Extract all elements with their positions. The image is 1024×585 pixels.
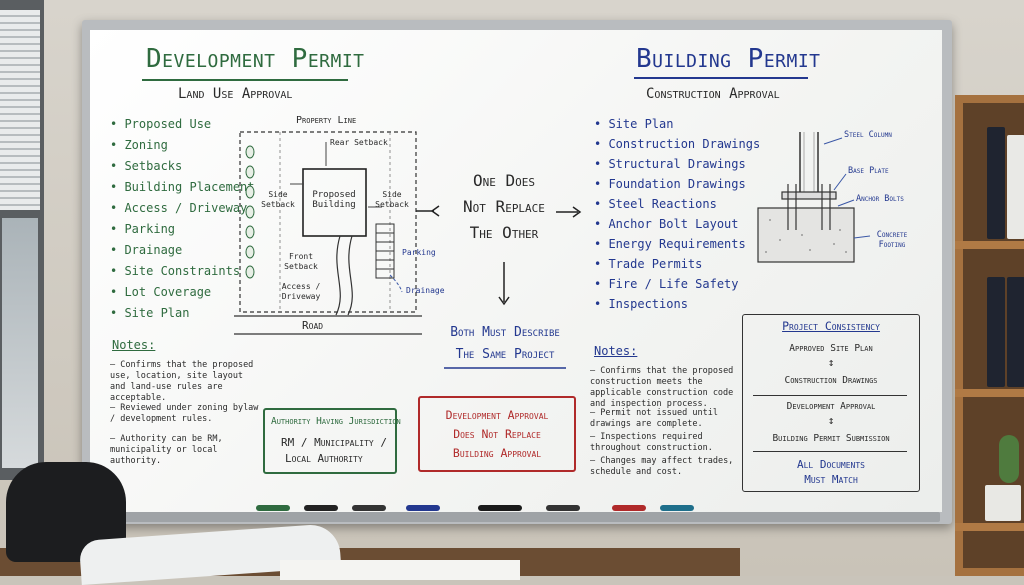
list-item: Energy Requirements [594,234,760,254]
left-note-3: – Authority can be RM, municipality or l… [110,434,223,466]
binder [987,127,1005,239]
list-item: Lot Coverage [110,282,255,303]
one-does-not-replace-text: One Does Not Replace The Other [444,168,564,246]
road-label: Road [302,319,324,332]
black-marker[interactable] [304,505,338,511]
right-note-1: – Confirms that the proposed constructio… [590,366,734,409]
black-marker[interactable] [546,505,580,511]
consistency-construction-drawings: Construction Drawings [784,375,878,386]
divider [753,451,907,452]
plant [999,435,1019,483]
list-item: Construction Drawings [594,134,760,154]
center-line-1: One Does [472,171,535,190]
divider [753,395,907,396]
red-line-2: Does Not Replace [453,427,541,441]
consistency-development-approval: Development Approval [786,401,876,412]
development-checklist: Proposed Use Zoning Setbacks Building Pl… [110,114,255,324]
building-permit-title: Building Permit [636,44,821,74]
list-item: Proposed Use [110,114,255,135]
center-line-2: Not Replace [463,197,545,216]
list-item: Site Plan [110,303,255,324]
authority-line-2: Local Authority [285,452,363,465]
concrete-footing-label: Concrete Footing [876,230,908,250]
development-title-underline [142,79,348,81]
red-line-1: Development Approval [445,408,549,422]
marker-tray [120,512,940,522]
double-arrow-icon: ↕ [827,356,835,369]
building-checklist: Site Plan Construction Drawings Structur… [594,114,760,314]
property-line-label: Property Line [296,115,357,126]
right-note-3: – Inspections required throughout constr… [590,432,713,453]
list-item: Setbacks [110,156,255,177]
right-note-2: – Permit not issued until drawings are c… [590,408,718,429]
list-item: Anchor Bolt Layout [594,214,760,234]
both-must-describe-text: Both Must Describe The Same Project [438,322,572,366]
parking-label: Parking [402,248,436,257]
eraser[interactable] [478,505,522,511]
left-note-2: – Reviewed under zoning bylaw / developm… [110,403,259,424]
left-note-1: – Confirms that the proposed use, locati… [110,360,254,403]
list-item: Building Placement [110,177,254,198]
right-note-4: – Changes may affect trades, schedule an… [590,456,734,477]
list-item: Zoning [110,135,255,156]
list-item: Foundation Drawings [594,174,760,194]
center-line-3: The Other [469,223,539,242]
list-item: Structural Drawings [594,154,760,174]
double-arrow-icon: ↕ [827,414,835,427]
development-permit-title: Development Permit [146,44,365,74]
red-warning-box: Development Approval Does Not Replace Bu… [418,396,576,472]
binder [1007,135,1024,239]
list-item: Inspections [594,294,760,314]
authority-line-1: RM / Municipality / [281,436,387,449]
consistency-title: Project Consistency [782,319,880,333]
list-item: Parking [110,219,255,240]
list-item: Trade Permits [594,254,760,274]
both-line-1: Both Must Describe [450,325,560,340]
steel-column-label: Steel Column [844,130,892,140]
access-driveway-label: Access / Driveway [281,282,321,301]
blue-marker[interactable] [406,505,440,511]
side-setback-right-label: Side Setback [375,190,409,209]
project-consistency-box: Project Consistency Approved Site Plan ↕… [742,314,920,492]
list-item: Steel Reactions [594,194,760,214]
green-marker[interactable] [256,505,290,511]
binder [1007,277,1024,387]
land-use-subtitle: Land Use Approval [178,86,293,102]
red-line-3: Building Approval [452,446,542,460]
consistency-building-permit-submission: Building Permit Submission [772,433,890,444]
bookshelf [955,95,1024,576]
paper-sheet [280,560,520,580]
list-item: Fire / Life Safety [594,274,760,294]
proposed-building-label: Proposed Building [312,190,356,210]
window-glass [2,218,38,468]
anchor-bolt-detail-sketch [757,132,871,263]
list-item: Site Plan [594,114,760,134]
paper-stack [985,485,1021,521]
list-item: Site Constraints [110,261,255,282]
all-documents-must-match: All Documents Must Match [796,458,866,486]
construction-approval-subtitle: Construction Approval [646,86,780,102]
window [0,0,44,480]
authority-box: Authority Having Jurisdiction RM / Munic… [263,408,401,474]
site-plan-sketch [234,77,808,369]
black-marker[interactable] [352,505,386,511]
whiteboard: Development Permit Land Use Approval Pro… [90,30,942,512]
list-item: Access / Driveway [110,198,255,219]
both-line-2: The Same Project [455,347,555,362]
drainage-label: Drainage [406,286,445,295]
base-plate-label: Base Plate [848,166,889,176]
front-setback-label: Front Setback [284,252,318,271]
teal-marker[interactable] [660,505,694,511]
authority-title: Authority Having Jurisdiction [271,416,401,427]
left-notes-title: Notes: [112,338,156,352]
red-marker[interactable] [612,505,646,511]
side-setback-left-label: Side Setback [261,190,295,209]
window-blinds [0,10,40,210]
right-notes-title: Notes: [594,344,638,358]
list-item: Drainage [110,240,255,261]
rear-setback-label: Rear Setback [330,138,388,147]
consistency-approved-site-plan: Approved Site Plan [789,343,873,354]
anchor-bolts-label: Anchor Bolts [856,194,904,204]
binder [987,277,1005,387]
